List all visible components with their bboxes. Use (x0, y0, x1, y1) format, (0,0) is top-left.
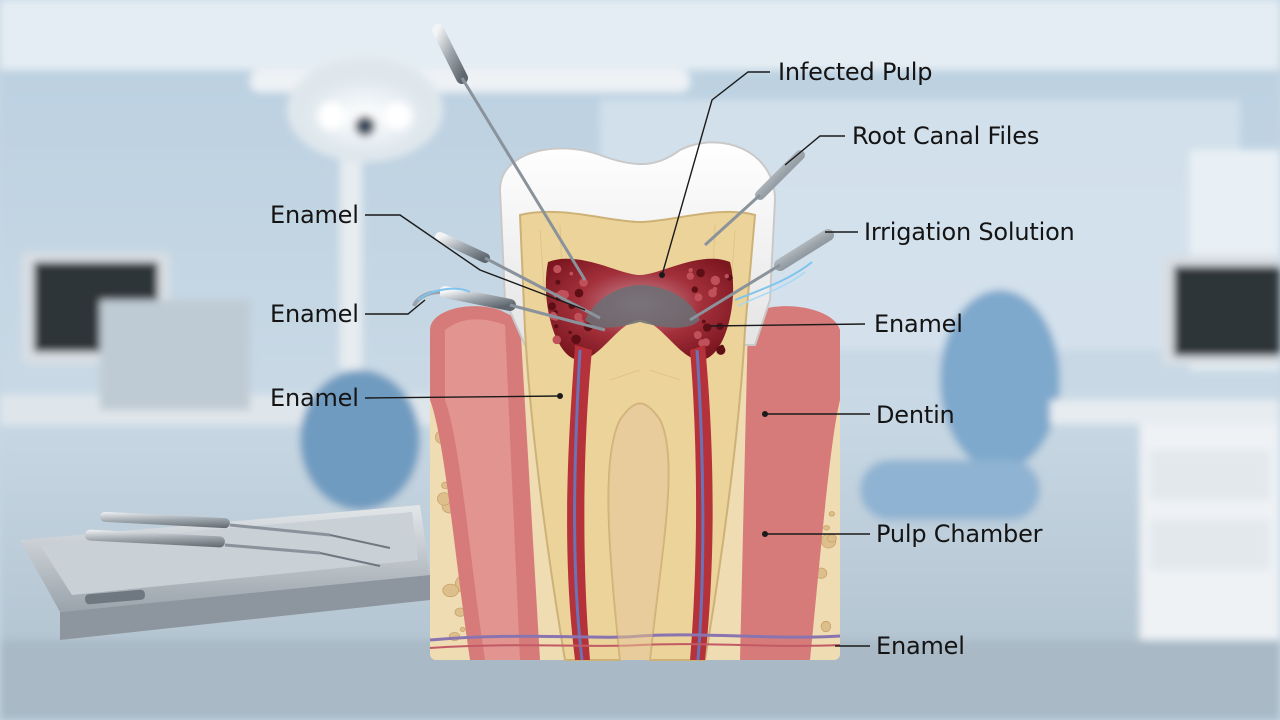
leader-lines (364, 71, 870, 647)
irrigation-syringe (689, 229, 834, 322)
file-instrument-top (432, 24, 587, 281)
file-instrument-left-lower (412, 286, 606, 332)
file-instrument-right (703, 150, 805, 247)
label-dentin: Dentin (876, 401, 955, 429)
leader-root-canal-files (784, 135, 845, 166)
leader-enamel-left-3 (364, 395, 561, 399)
label-pulp-chamber: Pulp Chamber (876, 520, 1043, 548)
label-infected-pulp: Infected Pulp (778, 58, 933, 86)
leader-enamel-right-1 (709, 323, 866, 327)
tray-instrument (85, 529, 381, 567)
instrument-tray (20, 505, 430, 640)
tray-instrument (100, 511, 391, 549)
leader-infected-pulp (661, 71, 770, 276)
root-canal-left (567, 345, 592, 660)
label-enamel-left-2: Enamel (270, 300, 359, 328)
leader-enamel-left-2 (365, 299, 426, 315)
label-enamel-right-1: Enamel (874, 310, 963, 338)
label-enamel-left-1: Enamel (270, 201, 359, 229)
label-irrigation-solution: Irrigation Solution (864, 218, 1075, 246)
gum-right (740, 306, 840, 660)
label-root-canal-files: Root Canal Files (852, 122, 1040, 150)
leader-enamel-left-1 (365, 214, 586, 311)
label-enamel-right-2: Enamel (876, 632, 965, 660)
leader-dots (557, 272, 768, 537)
label-enamel-left-3: Enamel (270, 384, 359, 412)
